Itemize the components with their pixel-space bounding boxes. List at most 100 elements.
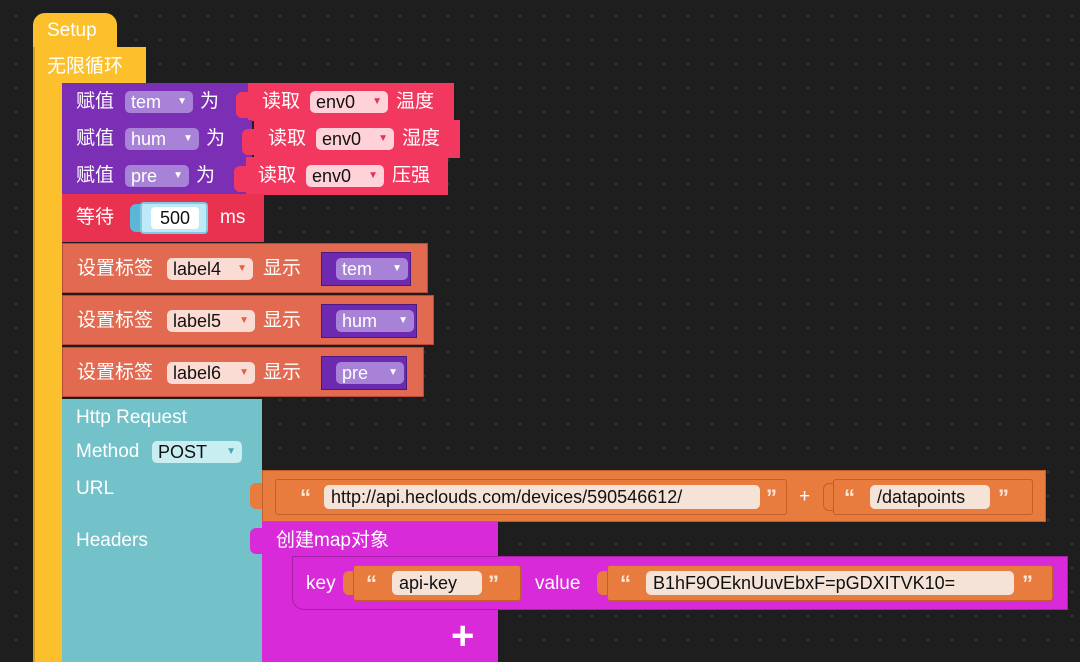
var-dropdown-pre[interactable]: pre▼ bbox=[336, 362, 404, 384]
assign-label: 赋值 bbox=[76, 165, 115, 186]
sensor-dropdown[interactable]: env0▼ bbox=[306, 165, 384, 187]
socket-tab bbox=[236, 92, 248, 118]
setup-body bbox=[33, 47, 62, 662]
quote-close-icon: ” bbox=[1022, 571, 1033, 596]
assign-block-pre[interactable]: 赋值 pre▼ 为 bbox=[62, 157, 252, 195]
map-entry-block[interactable]: key “ api-key ” value “ B1hF9OEknUuvEbxF… bbox=[292, 556, 1068, 610]
triangle-down-icon: ▼ bbox=[388, 367, 398, 378]
show-label: 显示 bbox=[263, 258, 302, 279]
join-plus: + bbox=[799, 486, 811, 507]
read-label: 读取 bbox=[258, 165, 297, 186]
prop-label: 压强 bbox=[392, 165, 431, 186]
url-path-input[interactable]: /datapoints bbox=[870, 485, 990, 509]
key-input[interactable]: api-key bbox=[392, 571, 482, 595]
read-block-hum[interactable]: 读取 env0▼ 湿度 bbox=[254, 120, 460, 158]
var-block-hum[interactable]: hum▼ bbox=[321, 304, 417, 338]
assign-label: 赋值 bbox=[76, 128, 115, 149]
text-join-block[interactable]: “ http://api.heclouds.com/devices/590546… bbox=[262, 470, 1046, 522]
quote-open-icon: “ bbox=[366, 571, 377, 596]
read-label: 读取 bbox=[262, 91, 301, 112]
triangle-down-icon: ▼ bbox=[173, 170, 183, 181]
var-block-tem[interactable]: tem▼ bbox=[321, 252, 411, 286]
var-dropdown-tem[interactable]: tem▼ bbox=[125, 91, 193, 113]
set-label-block-6[interactable]: 设置标签 label6▼ 显示 pre▼ bbox=[62, 347, 424, 397]
wait-label: 等待 bbox=[76, 207, 115, 228]
text-block-key[interactable]: “ api-key ” bbox=[353, 565, 521, 601]
wait-unit: ms bbox=[220, 207, 246, 228]
prop-label: 温度 bbox=[396, 91, 435, 112]
quote-open-icon: “ bbox=[300, 485, 311, 510]
socket-tab bbox=[250, 528, 262, 554]
quote-close-icon: ” bbox=[766, 485, 777, 510]
triangle-down-icon: ▼ bbox=[237, 263, 247, 274]
socket-tab bbox=[343, 571, 355, 595]
var-dropdown-tem[interactable]: tem▼ bbox=[336, 258, 408, 280]
value-label: value bbox=[535, 573, 581, 594]
socket-tab bbox=[130, 204, 142, 232]
triangle-down-icon: ▼ bbox=[177, 96, 187, 107]
var-dropdown-hum[interactable]: hum▼ bbox=[336, 310, 414, 332]
value-input[interactable]: B1hF9OEknUuvEbxF=pGDXITVK10= bbox=[646, 571, 1014, 595]
label-target-dropdown[interactable]: label4▼ bbox=[167, 258, 253, 280]
assign-to-label: 为 bbox=[200, 91, 220, 112]
read-block-temp[interactable]: 读取 env0▼ 温度 bbox=[248, 83, 454, 121]
setup-label: Setup bbox=[47, 20, 97, 41]
label-target-dropdown[interactable]: label6▼ bbox=[167, 362, 255, 384]
show-label: 显示 bbox=[263, 362, 302, 383]
triangle-down-icon: ▼ bbox=[398, 315, 408, 326]
socket-tab bbox=[597, 571, 609, 595]
url-label: URL bbox=[76, 478, 115, 499]
text-block-value[interactable]: “ B1hF9OEknUuvEbxF=pGDXITVK10= ” bbox=[607, 565, 1053, 601]
sensor-dropdown[interactable]: env0▼ bbox=[316, 128, 394, 150]
prop-label: 湿度 bbox=[402, 128, 441, 149]
socket-tab bbox=[234, 166, 246, 192]
triangle-down-icon: ▼ bbox=[183, 133, 193, 144]
read-label: 读取 bbox=[268, 128, 307, 149]
quote-close-icon: ” bbox=[998, 485, 1009, 510]
http-title: Http Request bbox=[76, 407, 187, 428]
map-title: 创建map对象 bbox=[276, 530, 389, 551]
assign-block-tem[interactable]: 赋值 tem▼ 为 bbox=[62, 83, 252, 121]
http-request-block[interactable]: Http Request Method POST▼ URL Headers bbox=[62, 399, 262, 662]
set-label-label: 设置标签 bbox=[77, 310, 154, 331]
triangle-down-icon: ▼ bbox=[239, 315, 249, 326]
triangle-down-icon: ▼ bbox=[368, 170, 378, 181]
read-block-pre[interactable]: 读取 env0▼ 压强 bbox=[246, 157, 448, 195]
assign-to-label: 为 bbox=[206, 128, 226, 149]
add-entry-button[interactable]: + bbox=[448, 614, 482, 658]
show-label: 显示 bbox=[263, 310, 302, 331]
set-label-block-5[interactable]: 设置标签 label5▼ 显示 hum▼ bbox=[62, 295, 434, 345]
plus-icon: + bbox=[451, 614, 475, 658]
set-label-label: 设置标签 bbox=[77, 258, 154, 279]
assign-block-hum[interactable]: 赋值 hum▼ 为 bbox=[62, 120, 252, 158]
url-base-input[interactable]: http://api.heclouds.com/devices/59054661… bbox=[324, 485, 760, 509]
wait-value[interactable]: 500 bbox=[151, 207, 199, 229]
quote-open-icon: “ bbox=[844, 485, 855, 510]
socket-tab bbox=[250, 483, 262, 509]
assign-to-label: 为 bbox=[196, 165, 216, 186]
loop-label: 无限循环 bbox=[47, 56, 124, 77]
triangle-down-icon: ▼ bbox=[239, 367, 249, 378]
var-block-pre[interactable]: pre▼ bbox=[321, 356, 407, 390]
assign-label: 赋值 bbox=[76, 91, 115, 112]
method-label: Method bbox=[76, 441, 140, 462]
method-dropdown[interactable]: POST▼ bbox=[152, 441, 242, 463]
quote-open-icon: “ bbox=[620, 571, 631, 596]
forever-loop-block[interactable]: 无限循环 bbox=[38, 47, 146, 85]
label-target-dropdown[interactable]: label5▼ bbox=[167, 310, 255, 332]
headers-label: Headers bbox=[76, 530, 148, 551]
wait-block[interactable]: 等待 500 ms bbox=[62, 194, 264, 242]
setup-block[interactable]: Setup bbox=[33, 13, 117, 49]
sensor-dropdown[interactable]: env0▼ bbox=[310, 91, 388, 113]
wait-ms-input[interactable]: 500 bbox=[140, 202, 208, 234]
triangle-down-icon: ▼ bbox=[392, 263, 402, 274]
triangle-down-icon: ▼ bbox=[372, 96, 382, 107]
text-block-datapoints[interactable]: “ /datapoints ” bbox=[833, 479, 1033, 515]
triangle-down-icon: ▼ bbox=[226, 446, 236, 457]
text-block-url[interactable]: “ http://api.heclouds.com/devices/590546… bbox=[275, 479, 787, 515]
var-dropdown-hum[interactable]: hum▼ bbox=[125, 128, 199, 150]
set-label-block-4[interactable]: 设置标签 label4▼ 显示 tem▼ bbox=[62, 243, 428, 293]
triangle-down-icon: ▼ bbox=[378, 133, 388, 144]
socket-tab bbox=[242, 129, 254, 155]
var-dropdown-pre[interactable]: pre▼ bbox=[125, 165, 189, 187]
